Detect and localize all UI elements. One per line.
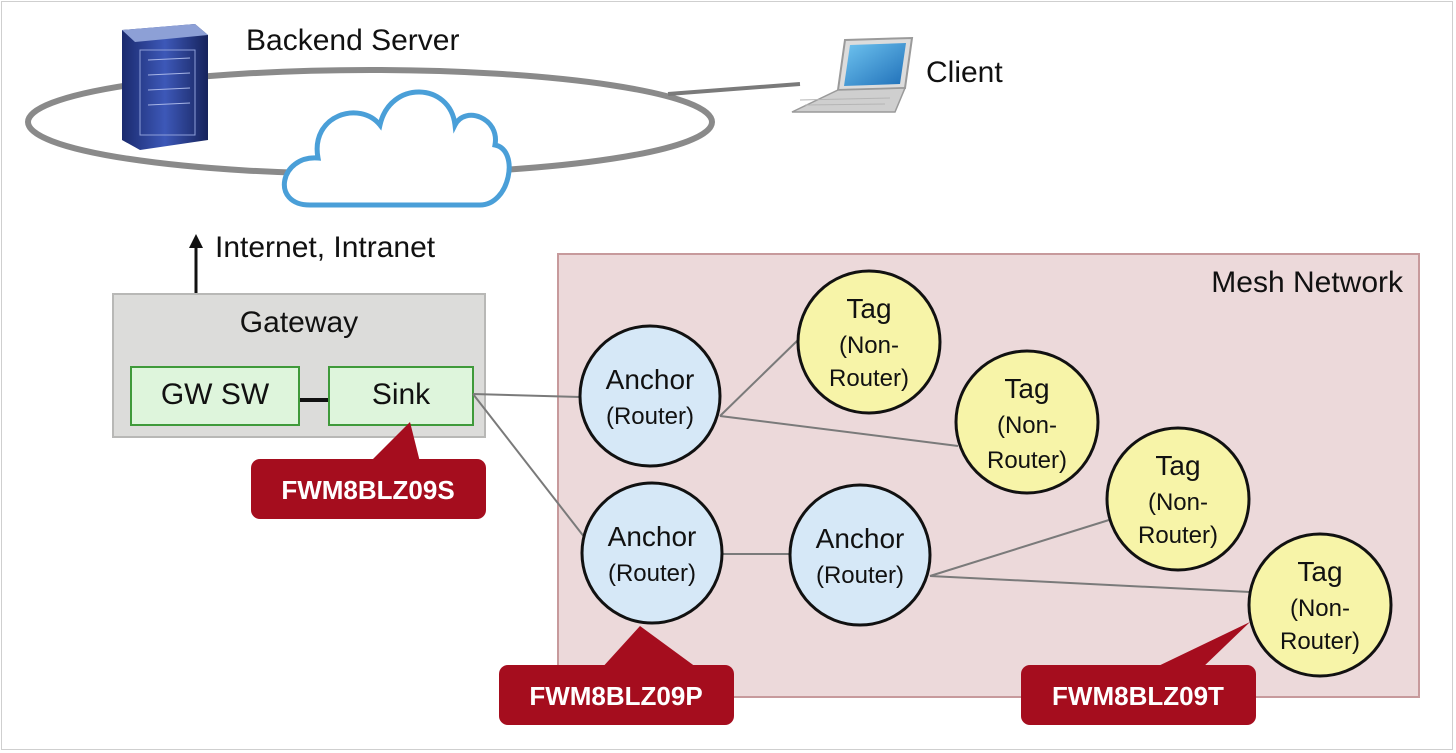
tag-node-1: Tag (Non- Router)	[796, 269, 942, 415]
tag-2-sub1: (Non-	[997, 412, 1057, 439]
anchor-callout: FWM8BLZ09P	[499, 626, 734, 725]
anchor-3-title: Anchor	[816, 523, 905, 554]
tag-2-sub2: Router)	[987, 447, 1067, 474]
anchor-1-title: Anchor	[606, 364, 695, 395]
tag-3-title: Tag	[1155, 450, 1200, 481]
mesh-links	[472, 339, 1251, 593]
gw-sw-label: GW SW	[161, 378, 270, 411]
mesh-title: Mesh Network	[1211, 266, 1404, 299]
tag-3-sub2: Router)	[1138, 522, 1218, 549]
tag-1-title: Tag	[846, 293, 891, 324]
server-label: Backend Server	[246, 24, 459, 57]
laptop-icon	[791, 36, 914, 113]
internet-label: Internet, Intranet	[215, 231, 436, 264]
anchor-node-1: Anchor (Router)	[578, 324, 722, 468]
tag-2-title: Tag	[1004, 373, 1049, 404]
gw-sw-box	[130, 366, 300, 426]
anchor-node-3: Anchor (Router)	[788, 483, 932, 627]
tag-1-sub1: (Non-	[839, 332, 899, 359]
arrow-head-icon	[189, 234, 203, 248]
anchor-2-sub: (Router)	[608, 560, 696, 587]
tag-node-2: Tag (Non- Router)	[954, 349, 1100, 495]
anchor-part-number: FWM8BLZ09P	[529, 681, 702, 711]
server-icon	[122, 24, 208, 150]
anchor-1-sub: (Router)	[606, 403, 694, 430]
tag-4-sub2: Router)	[1280, 628, 1360, 655]
sink-box	[328, 366, 474, 426]
client-label: Client	[926, 56, 1003, 89]
sink-callout: FWM8BLZ09S	[251, 422, 486, 519]
gateway-title: Gateway	[240, 306, 358, 339]
anchor-3-sub: (Router)	[816, 562, 904, 589]
tag-node-3: Tag (Non- Router)	[1105, 426, 1251, 572]
tag-4-title: Tag	[1297, 556, 1342, 587]
anchor-2-title: Anchor	[608, 521, 697, 552]
tag-4-sub1: (Non-	[1290, 595, 1350, 622]
tag-part-number: FWM8BLZ09T	[1052, 681, 1224, 711]
cloud-icon	[281, 89, 512, 208]
sink-label: Sink	[372, 378, 431, 411]
client-link	[667, 82, 801, 96]
sink-part-number: FWM8BLZ09S	[281, 475, 454, 505]
anchor-node-2: Anchor (Router)	[580, 481, 724, 625]
tag-callout: FWM8BLZ09T	[1021, 622, 1256, 725]
tag-3-sub1: (Non-	[1148, 489, 1208, 516]
tag-node-4: Tag (Non- Router)	[1247, 532, 1393, 678]
tag-1-sub2: Router)	[829, 365, 909, 392]
